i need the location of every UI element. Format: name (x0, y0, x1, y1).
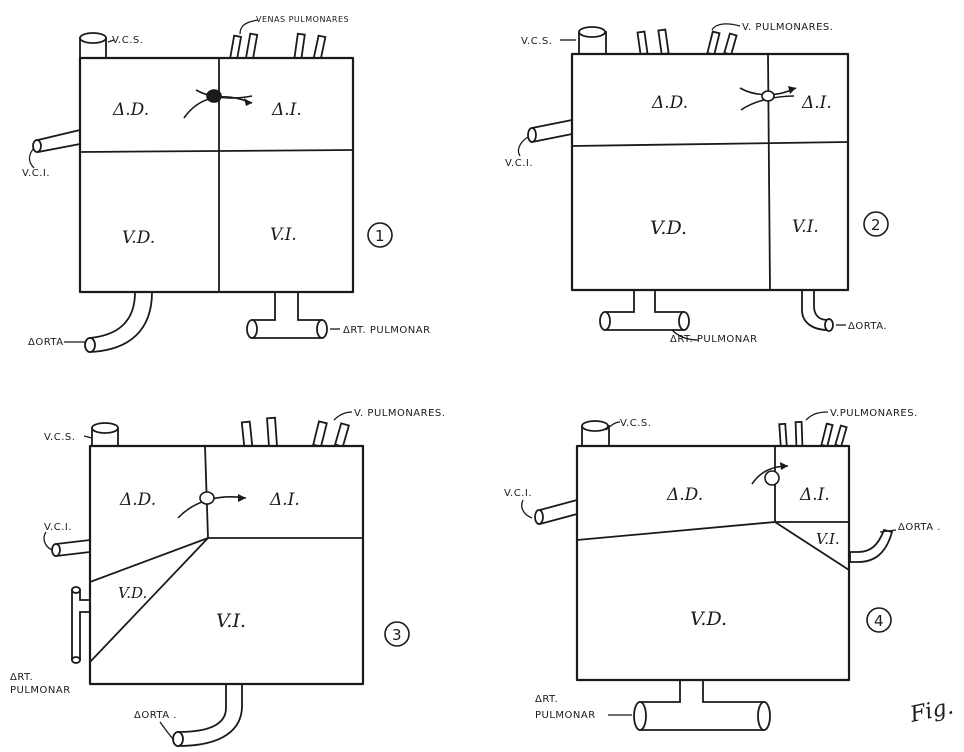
chamber-ai: Δ.I. (799, 485, 830, 505)
chamber-vi: V.I. (792, 217, 819, 237)
chamber-vi: V.I. (270, 225, 297, 245)
aorta-vessel (178, 684, 242, 746)
label-pulmonary-veins: V. PULMONARES. (742, 22, 833, 33)
label-aorta: ΔORTA (28, 337, 64, 348)
heart-box (577, 446, 849, 680)
label-vcs: V.C.S. (44, 432, 75, 443)
label-pulmonary-artery-line2: PULMONAR (10, 685, 71, 696)
chamber-ai: Δ.I. (801, 93, 832, 113)
pulmonary-veins (779, 422, 846, 447)
vci-vessel (540, 500, 577, 524)
label-pulmonary-artery: ΔRT. PULMONAR (343, 325, 431, 336)
chamber-vd: V.D. (122, 228, 155, 248)
vcs-vessel-mouth (92, 423, 118, 433)
panel-3: Δ.D. Δ.I. V.D. V.I. V.C.S. V. PULMONARES… (10, 408, 445, 746)
aorta-vessel (850, 530, 892, 562)
label-pulmonary-artery-line1: ΔRT. (535, 694, 558, 705)
label-vci: V.C.I. (22, 168, 50, 179)
label-pulmonary-veins: VENAS PULMONARES (256, 15, 349, 24)
chamber-vd: V.D. (650, 217, 687, 239)
label-vci: V.C.I. (505, 158, 533, 169)
panel-number: 1 (375, 227, 385, 245)
chamber-vd: V.D. (690, 608, 727, 630)
chamber-ai: Δ.I. (269, 490, 300, 510)
chamber-ad: Δ.D. (112, 100, 149, 120)
pulmonary-veins (230, 34, 325, 61)
panel-2: Δ.D. Δ.I. V.D. V.I. V.C.S. V. PULMONARES… (505, 22, 888, 345)
chamber-ad: Δ.D. (119, 490, 156, 510)
foramen-ovale (200, 492, 214, 504)
heart-box (572, 54, 848, 290)
panel-number: 3 (392, 626, 402, 644)
chamber-vd: V.D. (118, 584, 147, 602)
label-aorta: ΔORTA . (898, 522, 941, 533)
label-vcs: V.C.S. (112, 35, 143, 46)
vci-vessel (56, 540, 90, 556)
label-vci: V.C.I. (504, 488, 532, 499)
chamber-ai: Δ.I. (271, 100, 302, 120)
vci-vessel (532, 120, 572, 142)
pulmonary-veins (242, 418, 349, 447)
chamber-vi: V.I. (216, 610, 246, 632)
vcs-vessel-mouth (80, 33, 106, 43)
pulmonary-artery-vessel (640, 680, 764, 730)
vcs-vessel-mouth (579, 27, 605, 37)
panel-number: 4 (874, 612, 884, 630)
chamber-ad: Δ.D. (651, 93, 688, 113)
label-pulmonary-artery: ΔRT. PULMONAR (670, 334, 758, 345)
panel-number: 2 (871, 216, 881, 234)
foramen-ovale (765, 471, 779, 485)
label-pulmonary-veins: V.PULMONARES. (830, 408, 918, 419)
chamber-vi: V.I. (816, 530, 840, 548)
label-pulmonary-veins: V. PULMONARES. (354, 408, 445, 419)
aorta-vessel (90, 292, 152, 352)
pulmonary-artery-vessel (72, 590, 90, 660)
pulmonary-artery-vessel (605, 290, 684, 330)
pulmonary-veins (637, 30, 736, 55)
label-vci: V.C.I. (44, 522, 72, 533)
aorta-vessel (802, 290, 828, 330)
label-vcs: V.C.S. (620, 418, 651, 429)
figure-label: Fig. (907, 694, 956, 728)
vci-vessel (38, 130, 80, 152)
foramen-ovale (762, 91, 774, 101)
panel-1: Δ.D. Δ.I. V.D. V.I. V.C.S. VENAS PULMONA… (22, 15, 431, 352)
label-vcs: V.C.S. (521, 36, 552, 47)
label-aorta: ΔORTA. (848, 321, 887, 332)
label-pulmonary-artery-line2: PULMONAR (535, 710, 596, 721)
chamber-ad: Δ.D. (666, 485, 703, 505)
label-aorta: ΔORTA . (134, 710, 177, 721)
foramen-ovale (207, 90, 221, 102)
panel-4: Δ.D. Δ.I. V.D. V.I. V.C.S. V.PULMONARES.… (504, 408, 941, 730)
heart-box (90, 446, 363, 684)
vcs-vessel-mouth (582, 421, 608, 431)
pulmonary-artery-vessel (252, 292, 322, 338)
label-pulmonary-artery-line1: ΔRT. (10, 672, 33, 683)
